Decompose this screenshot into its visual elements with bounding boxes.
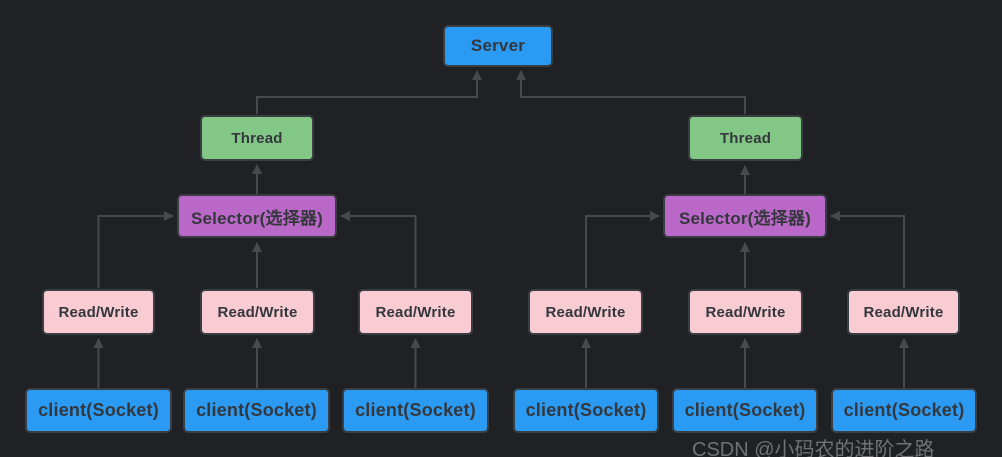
node-readwrite-1: Read/Write [42,289,155,335]
node-thread-right: Thread [688,115,803,161]
edge-thread1-server [256,70,482,114]
node-server: Server [443,25,553,67]
node-client-5: client(Socket) [672,388,818,433]
node-client-1: client(Socket) [25,388,172,433]
node-client-4: client(Socket) [513,388,659,433]
edge-readwrite6-selector2 [830,211,905,288]
node-client-2: client(Socket) [183,388,330,433]
edge-readwrite4-selector2 [585,211,660,288]
node-client-3: client(Socket) [342,388,489,433]
edge-readwrite3-selector1 [340,211,417,288]
node-readwrite-6: Read/Write [847,289,960,335]
node-readwrite-2: Read/Write [200,289,315,335]
edge-thread2-server [516,70,746,114]
edge-readwrite1-selector1 [97,211,174,288]
node-client-6: client(Socket) [831,388,977,433]
node-readwrite-3: Read/Write [358,289,473,335]
node-thread-left: Thread [200,115,314,161]
node-selector-right: Selector(选择器) [663,194,827,238]
node-readwrite-5: Read/Write [688,289,803,335]
node-selector-left: Selector(选择器) [177,194,337,238]
csdn-watermark: CSDN @小码农的进阶之路 [692,439,935,457]
node-readwrite-4: Read/Write [528,289,643,335]
